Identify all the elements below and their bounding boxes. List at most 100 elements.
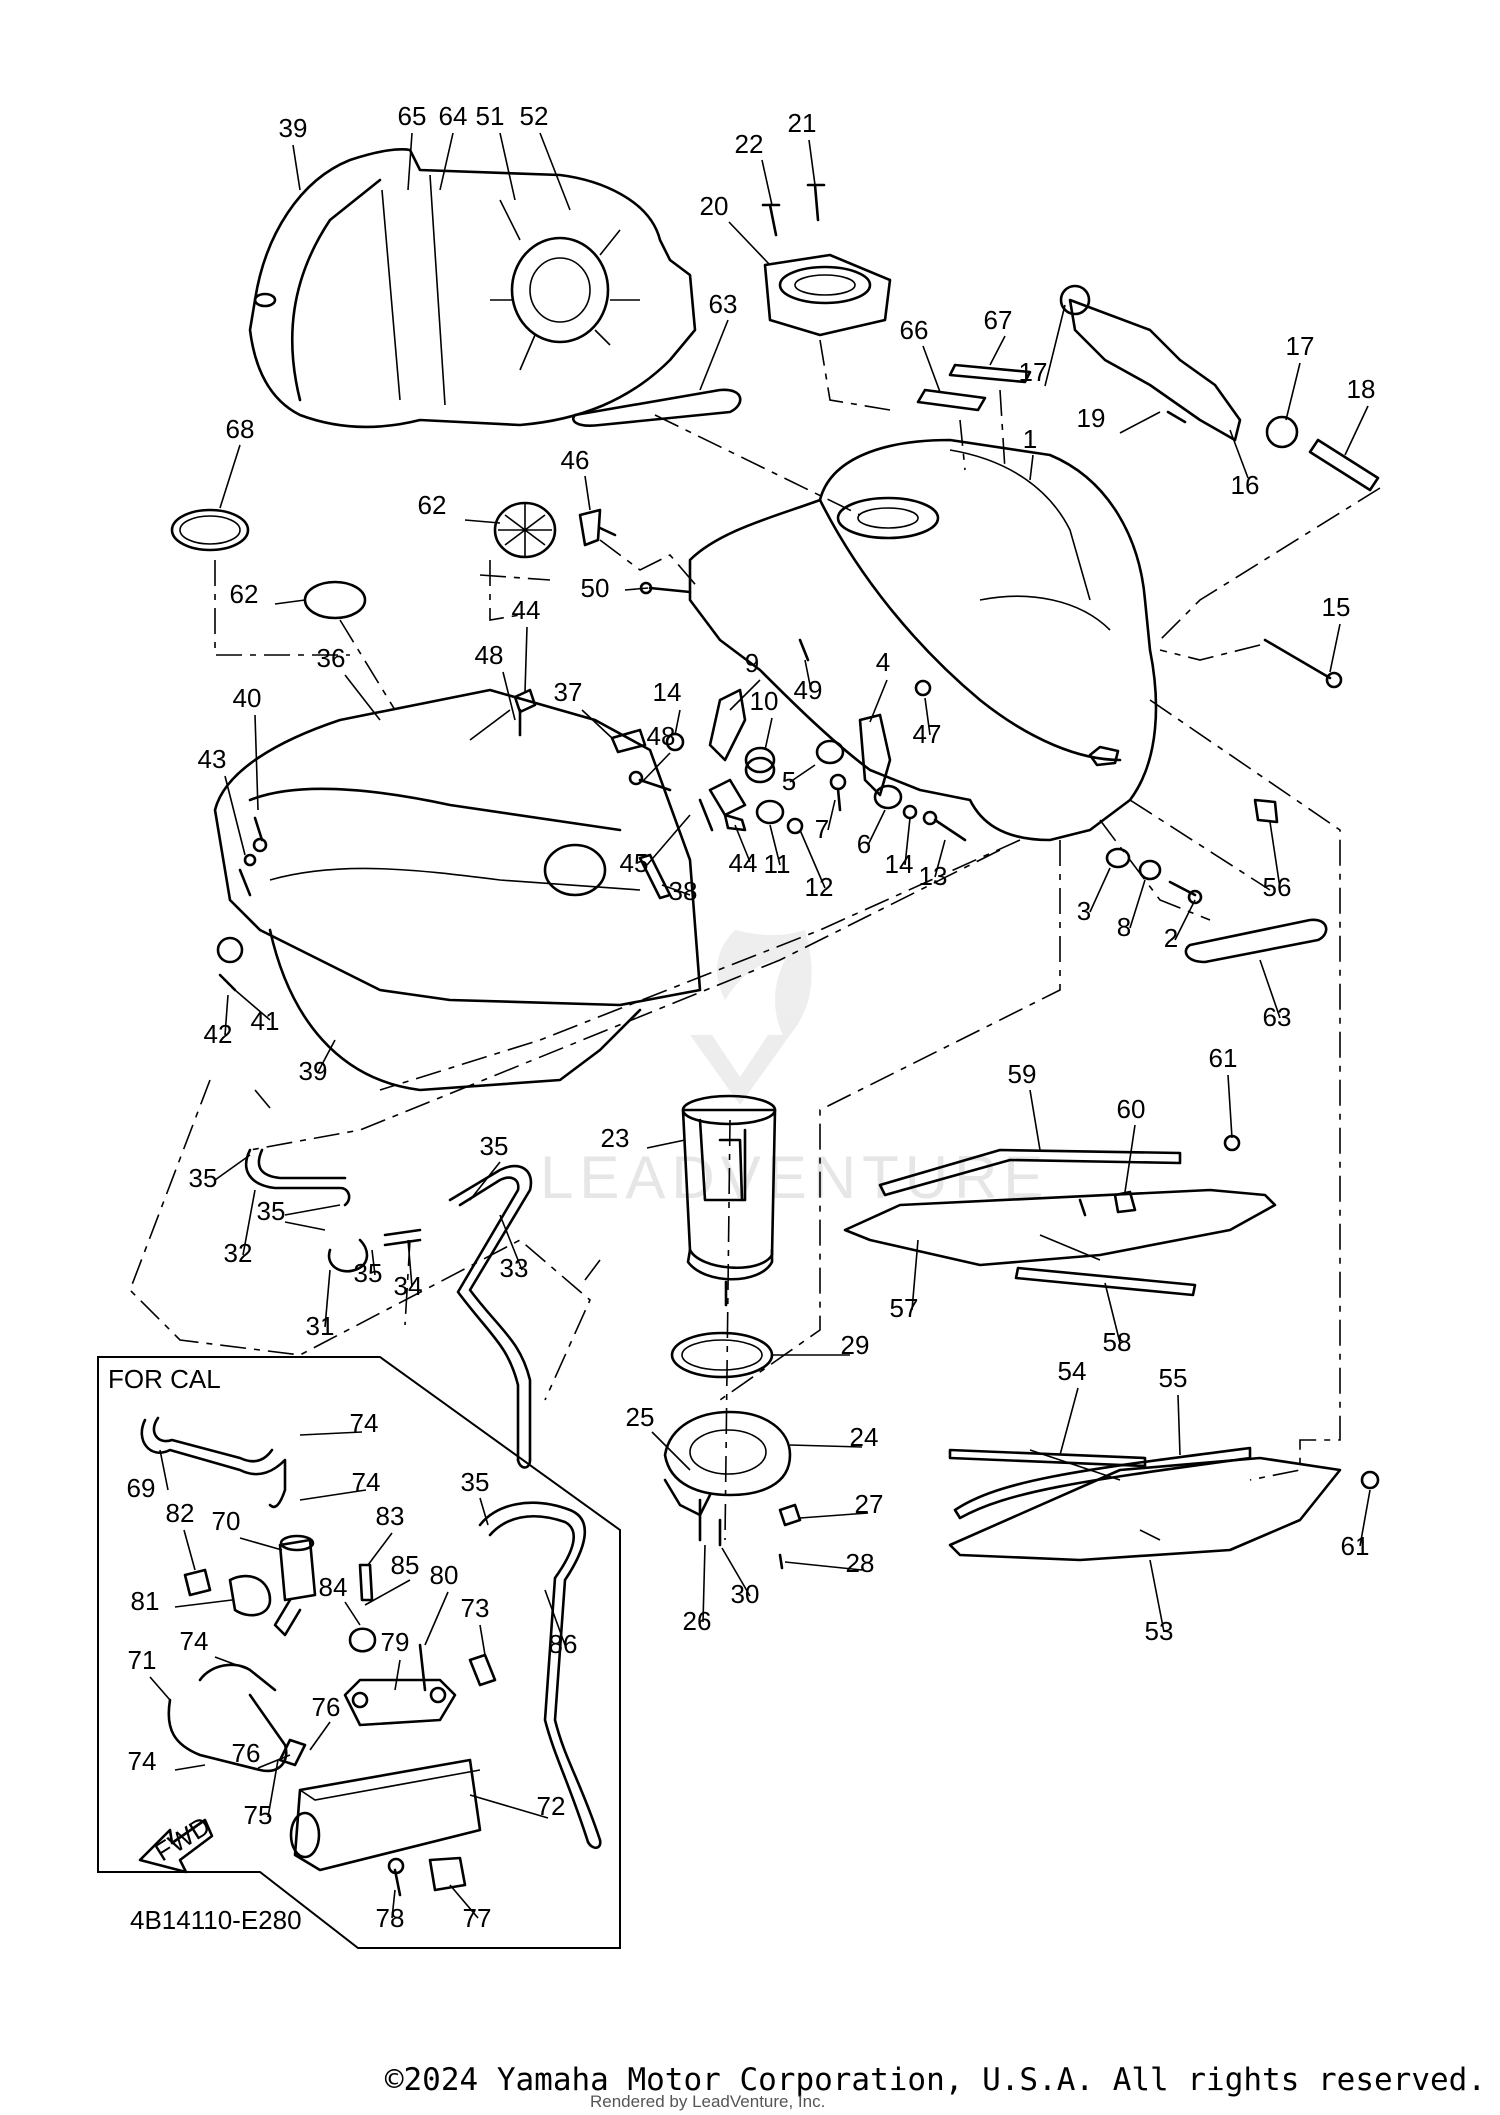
side-panel-53 [948,1446,1380,1562]
callout-41: 41 [251,1006,280,1036]
callout-54: 54 [1058,1356,1087,1386]
callout-83: 83 [376,1501,405,1531]
callout-55: 55 [1159,1363,1188,1393]
callout-63: 63 [709,289,738,319]
callout-43: 43 [198,744,227,774]
callout-80: 80 [430,1560,459,1590]
callout-68: 68 [226,414,255,444]
callout-35: 35 [461,1467,490,1497]
watermark-logo [690,930,812,1105]
tank-top-cover [248,148,697,429]
callout-49: 49 [794,675,823,705]
callout-70: 70 [212,1506,241,1536]
callout-28: 28 [846,1548,875,1578]
callout-74: 74 [128,1746,157,1776]
callout-4: 4 [876,647,890,677]
callout-7: 7 [815,814,829,844]
callout-42: 42 [204,1019,233,1049]
callout-66: 66 [900,315,929,345]
callout-85: 85 [391,1550,420,1580]
leader-lines [149,132,1371,1919]
callout-22: 22 [735,129,764,159]
callout-39: 39 [299,1056,328,1086]
callout-72: 72 [537,1791,566,1821]
callout-24: 24 [850,1422,879,1452]
bracket-assembly-16 [1059,284,1380,492]
cap-62-lower [303,580,367,620]
callout-20: 20 [700,191,729,221]
callout-5: 5 [782,766,796,796]
callout-18: 18 [1347,374,1376,404]
callout-51: 51 [476,101,505,131]
callout-60: 60 [1117,1094,1146,1124]
callout-35: 35 [354,1258,383,1288]
callout-35: 35 [257,1196,286,1226]
callout-79: 79 [381,1627,410,1657]
callout-32: 32 [224,1238,253,1268]
callout-56: 56 [1263,872,1292,902]
callout-36: 36 [317,643,346,673]
fastener-cluster [216,508,1279,992]
callout-12: 12 [805,872,834,902]
copyright-footer: ©2024 Yamaha Motor Corporation, U.S.A. A… [0,2062,1500,2102]
callout-11: 11 [764,849,791,879]
callout-38: 38 [669,876,698,906]
callout-48: 48 [647,721,676,751]
callout-29: 29 [841,1330,870,1360]
cap-62-upper-spokes [498,503,552,557]
side-panel-57 [843,1134,1277,1297]
fuel-cap-assembly [761,183,892,337]
callout-14: 14 [653,677,682,707]
callout-15: 15 [1322,592,1351,622]
callout-73: 73 [461,1593,490,1623]
callout-57: 57 [890,1293,919,1323]
pad-66 [916,388,987,412]
callout-76: 76 [312,1692,341,1722]
callout-61: 61 [1341,1531,1370,1561]
callout-65: 65 [398,101,427,131]
callout-31: 31 [306,1311,335,1341]
callout-6: 6 [857,829,871,859]
callout-30: 30 [731,1579,760,1609]
callout-19: 19 [1077,403,1106,433]
callout-59: 59 [1008,1059,1037,1089]
callout-74: 74 [352,1467,381,1497]
copyright-text: ©2024 Yamaha Motor Corporation, U.S.A. A… [384,2062,1486,2098]
callout-21: 21 [788,108,817,138]
rendered-by-credit: Rendered by LeadVenture, Inc. [590,2092,826,2111]
callout-62: 62 [418,490,447,520]
fwd-arrow-icon [138,1818,214,1874]
bolt-15-head [1325,671,1343,689]
reflector-upper [571,388,742,427]
callout-8: 8 [1117,912,1131,942]
callout-71: 71 [128,1645,157,1675]
callout-3: 3 [1077,896,1091,926]
side-cover-36 [213,688,702,1092]
callout-74: 74 [350,1408,379,1438]
callout-27: 27 [855,1489,884,1519]
canister-assembly [140,1416,602,1897]
clip-37 [610,728,647,754]
callout-74: 74 [180,1626,209,1656]
callout-10: 10 [750,686,779,716]
callout-44: 44 [512,595,541,625]
fuel-pump-23 [681,1094,777,1307]
callout-44: 44 [729,848,758,878]
callout-37: 37 [554,677,583,707]
callout-75: 75 [244,1800,273,1830]
callout-1: 1 [1023,424,1037,454]
callout-58: 58 [1103,1327,1132,1357]
reflector-lower [1184,918,1328,964]
callout-16: 16 [1231,470,1260,500]
callout-45: 45 [620,848,649,878]
callout-81: 81 [131,1586,160,1616]
bolt-15 [1263,638,1332,680]
gasket-68-inner [179,515,241,545]
callout-14: 14 [885,849,914,879]
callout-2: 2 [1164,923,1178,953]
callout-48: 48 [475,640,504,670]
pump-flange [663,1331,802,1570]
gasket-68 [170,508,250,552]
